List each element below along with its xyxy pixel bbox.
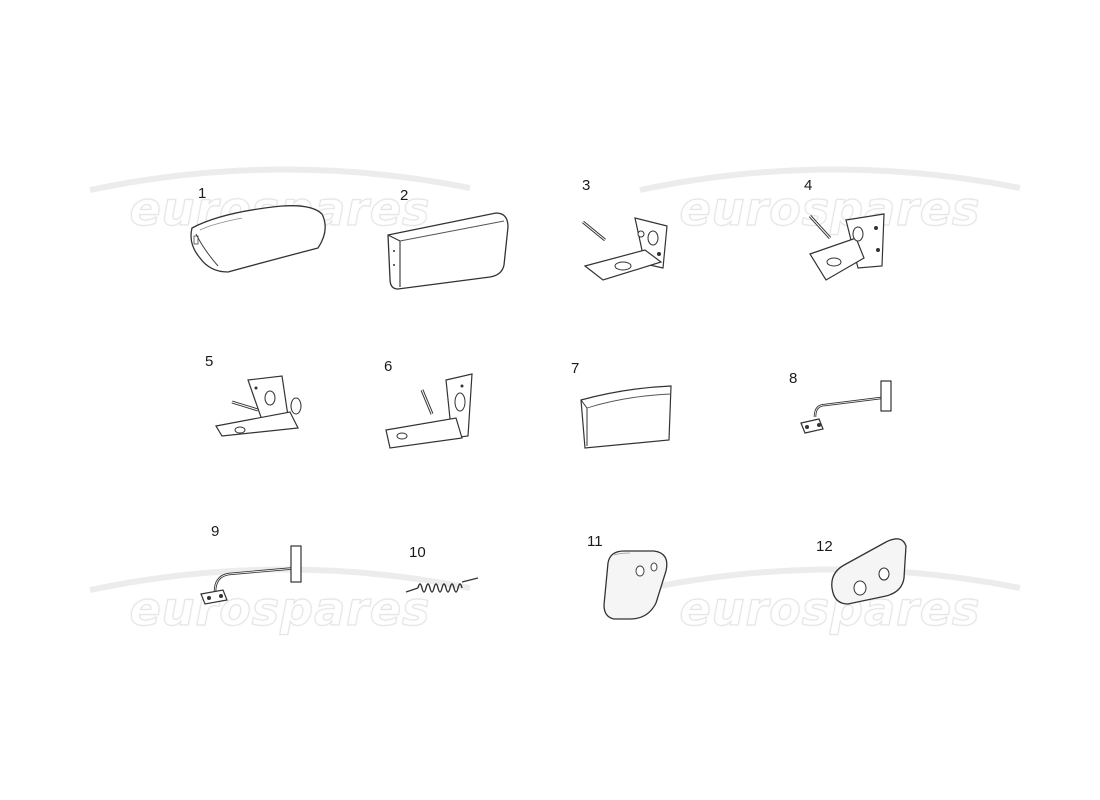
part-4-hinge-bracket <box>800 210 910 290</box>
part-6-hinge-plate <box>382 372 482 452</box>
part-5-hinge-plate <box>210 372 310 442</box>
part-label-4: 4 <box>804 177 813 194</box>
part-9-stay-rod <box>195 542 315 612</box>
part-12-shaped-plate <box>826 532 916 612</box>
part-label-7: 7 <box>571 360 580 377</box>
part-label-2: 2 <box>400 187 409 204</box>
watermark-swoosh-icon <box>639 566 1021 593</box>
part-2-flat-lid <box>380 205 520 295</box>
part-label-11: 11 <box>587 533 603 550</box>
part-7-long-panel <box>575 380 675 450</box>
part-label-5: 5 <box>205 353 214 370</box>
watermark-text: eurospares <box>129 581 431 636</box>
part-1-curved-lid <box>182 200 332 280</box>
part-8-stay-rod <box>795 375 895 445</box>
watermark-swoosh-icon <box>639 166 1021 193</box>
part-label-3: 3 <box>582 177 591 194</box>
part-11-bumper-pad <box>600 545 680 625</box>
watermark-text: eurospares <box>679 181 981 236</box>
watermark-bottom-right: eurospares <box>630 560 1030 650</box>
part-label-10: 10 <box>409 544 426 561</box>
watermark-top-right: eurospares <box>630 160 1030 250</box>
part-3-hinge-bracket <box>575 210 685 290</box>
watermark-swoosh-icon <box>89 166 471 193</box>
part-label-8: 8 <box>789 370 798 387</box>
part-label-1: 1 <box>198 185 207 202</box>
part-label-12: 12 <box>816 538 833 555</box>
part-10-spring <box>402 572 482 602</box>
part-label-6: 6 <box>384 358 393 375</box>
part-label-9: 9 <box>211 523 220 540</box>
watermark-text: eurospares <box>679 581 981 636</box>
